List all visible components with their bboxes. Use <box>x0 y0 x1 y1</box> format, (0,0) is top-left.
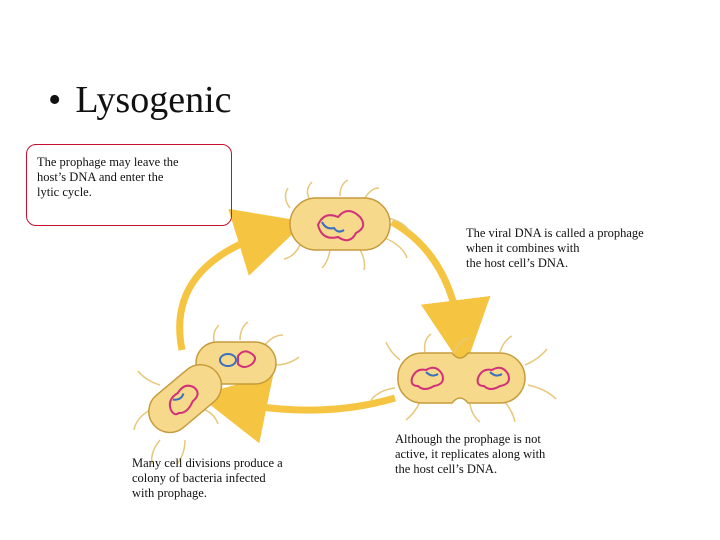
label-replication-line-1: Although the prophage is not <box>395 432 545 447</box>
label-prophage-line-2: when it combines with <box>466 241 644 256</box>
label-colony: Many cell divisions produce a colony of … <box>132 456 283 501</box>
callout-line-3: lytic cycle. <box>37 185 221 200</box>
cycle-arrow-bottom <box>232 398 395 410</box>
cycle-arrow-top-right <box>392 222 460 335</box>
label-replication-line-2: active, it replicates along with <box>395 447 545 462</box>
label-replication: Although the prophage is not active, it … <box>395 432 545 477</box>
label-prophage-line-3: the host cell’s DNA. <box>466 256 644 271</box>
bacterium-dividing <box>371 334 556 422</box>
label-colony-line-2: colony of bacteria infected <box>132 471 283 486</box>
callout-lytic-exit: The prophage may leave the host’s DNA an… <box>26 144 232 226</box>
callout-line-2: host’s DNA and enter the <box>37 170 221 185</box>
callout-line-1: The prophage may leave the <box>37 155 221 170</box>
label-prophage: The viral DNA is called a prophage when … <box>466 226 644 271</box>
label-colony-line-3: with prophage. <box>132 486 283 501</box>
bacteria-colony <box>134 322 299 464</box>
label-colony-line-1: Many cell divisions produce a <box>132 456 283 471</box>
label-replication-line-3: the host cell’s DNA. <box>395 462 545 477</box>
cycle-arrow-left <box>180 232 272 350</box>
label-prophage-line-1: The viral DNA is called a prophage <box>466 226 644 241</box>
